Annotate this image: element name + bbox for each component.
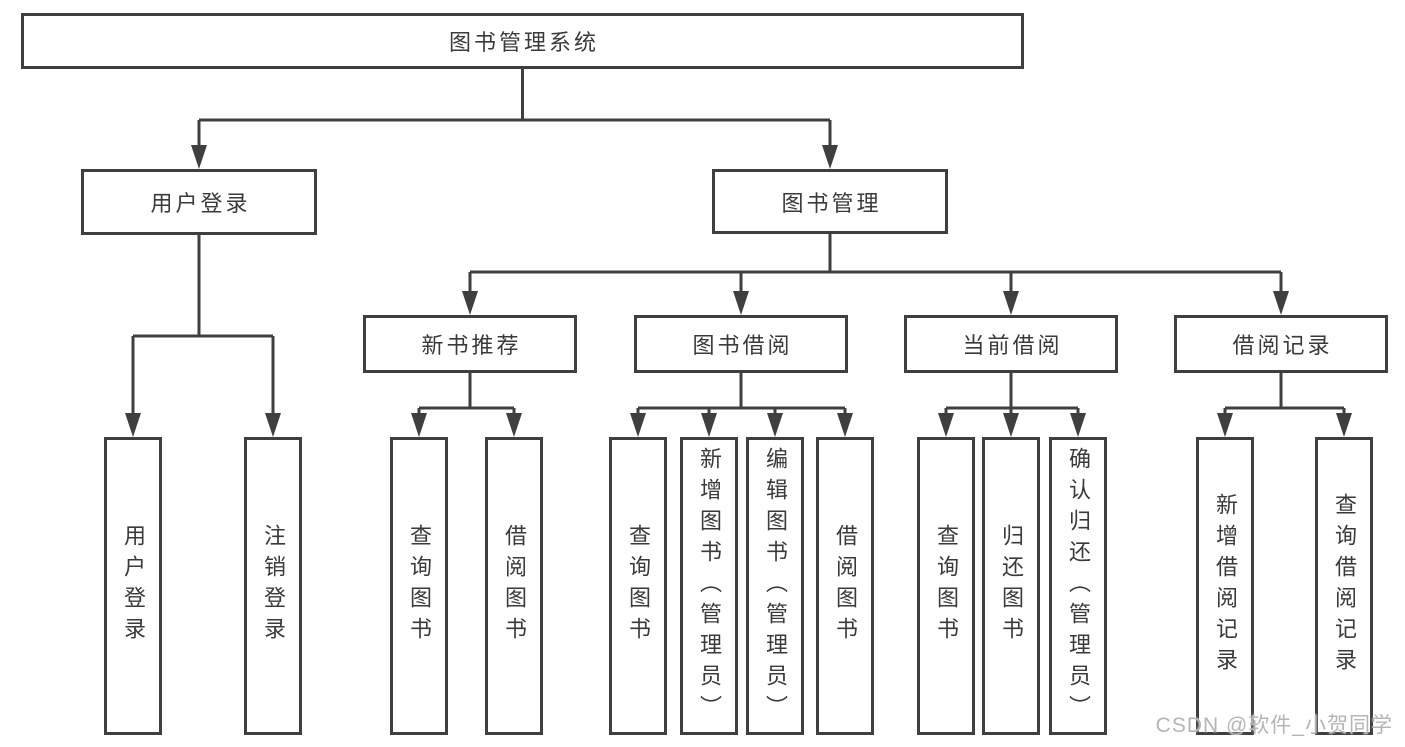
node-borrowing-records: 借阅记录 [1174,315,1388,373]
node-label: 注销登录 [261,524,286,648]
node-label: 编辑图书（管理员） [763,446,788,726]
leaf-confirm-return-admin: 确认归还（管理员） [1049,437,1107,735]
node-label: 确认归还（管理员） [1066,446,1091,726]
node-book-management: 图书管理 [712,169,948,234]
node-label: 当前借阅 [962,333,1063,358]
node-current-borrowing: 当前借阅 [904,315,1118,373]
node-label: 查询图书 [626,524,651,648]
leaf-add-borrow-record: 新增借阅记录 [1196,437,1254,735]
node-library-management-system: 图书管理系统 [21,13,1024,69]
node-label: 新书推荐 [421,333,522,358]
csdn-watermark: CSDN @软件_小贺同学 [1155,714,1393,737]
leaf-logout: 注销登录 [244,437,302,735]
leaf-borrow-books-borrowing: 借阅图书 [816,437,874,735]
node-label: 查询图书 [934,524,959,648]
leaf-query-books-recommend: 查询图书 [390,437,448,735]
node-label: 图书管理 [781,190,882,216]
node-label: 借阅记录 [1232,333,1333,358]
node-label: 新增借阅记录 [1213,493,1238,679]
node-label: 图书管理系统 [448,30,599,55]
node-label: 查询借阅记录 [1332,493,1357,679]
node-label: 借阅图书 [502,524,527,648]
node-label: 用户登录 [121,524,146,648]
node-user-login: 用户登录 [81,169,317,235]
node-new-book-recommendation: 新书推荐 [363,315,577,373]
leaf-add-books-admin: 新增图书（管理员） [680,437,738,735]
leaf-return-books: 归还图书 [982,437,1040,735]
leaf-query-books-borrowing: 查询图书 [609,437,667,735]
leaf-edit-books-admin: 编辑图书（管理员） [746,437,804,735]
leaf-query-borrow-record: 查询借阅记录 [1315,437,1373,735]
node-label: 用户登录 [150,191,251,216]
node-label: 查询图书 [407,524,432,648]
leaf-query-books-current: 查询图书 [917,437,975,735]
node-label: 借阅图书 [833,524,858,648]
node-book-borrowing: 图书借阅 [634,315,848,373]
leaf-user-login: 用户登录 [104,437,162,735]
node-label: 归还图书 [999,524,1024,648]
leaf-borrow-books-recommend: 借阅图书 [485,437,543,735]
node-label: 新增图书（管理员） [697,446,722,726]
node-label: 图书借阅 [692,333,793,358]
